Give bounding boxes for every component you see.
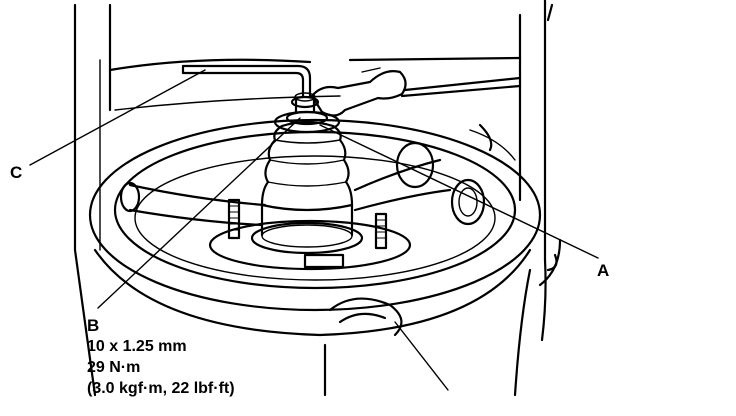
callout-c-label: C (10, 163, 22, 182)
mount-base-flange (208, 219, 412, 271)
open-end-wrench (310, 67, 522, 117)
lower-body-opening (323, 238, 562, 397)
spec-thread-size: 10 x 1.25 mm (87, 338, 187, 355)
damper-rod-nut (273, 92, 341, 134)
leader-b (97, 117, 301, 309)
cross-braces (119, 123, 493, 227)
torque-spec: 10 x 1.25 mm 29 N·m (3.0 kgf·m, 22 lbf·f… (87, 338, 235, 397)
leader-c (29, 69, 206, 166)
mounting-studs (227, 198, 388, 250)
dust-boot (260, 120, 354, 237)
leader-lines (29, 69, 599, 391)
hex-wrench-tool-c (181, 64, 312, 98)
strut-tower (88, 118, 542, 337)
callout-a-label: A (597, 261, 609, 280)
leader-a (319, 124, 599, 259)
spec-torque-nm: 29 N·m (87, 359, 140, 376)
leader-extra (394, 321, 449, 391)
spec-torque-alt: (3.0 kgf·m, 22 lbf·ft) (87, 380, 235, 397)
callout-b-label: B (87, 316, 99, 335)
